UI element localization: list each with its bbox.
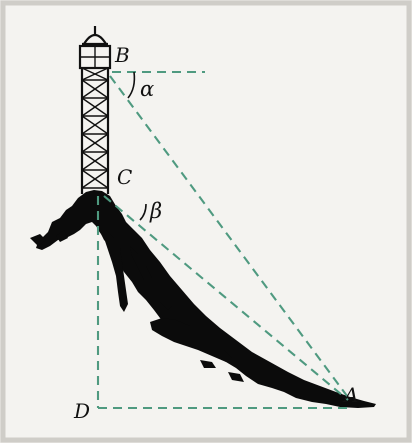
line-CA — [103, 195, 349, 401]
hill-icon — [30, 190, 376, 408]
label-C: C — [117, 165, 132, 189]
tower-braces — [81, 67, 109, 189]
tower-rungs — [82, 79, 108, 189]
hill-crag-1 — [30, 234, 46, 246]
line-BA — [109, 75, 351, 401]
hill-lower-mass — [150, 318, 232, 362]
label-beta: β — [149, 199, 162, 223]
hill-main-body — [36, 190, 376, 408]
tower-dome — [83, 33, 107, 45]
hill-crag-3 — [200, 360, 216, 368]
angle-beta-arc — [139, 203, 147, 221]
label-alpha: α — [140, 77, 154, 101]
hill-crag-4 — [228, 372, 244, 382]
label-B: B — [114, 43, 130, 67]
hill-ridge-left — [98, 230, 128, 312]
tower-icon — [78, 26, 112, 194]
hill-crag-2 — [56, 230, 68, 242]
hill-ridge-middle — [130, 246, 172, 310]
guide-lines — [96, 70, 352, 410]
label-A: A — [342, 383, 358, 407]
label-D: D — [73, 399, 90, 423]
angle-alpha-arc — [127, 71, 136, 99]
